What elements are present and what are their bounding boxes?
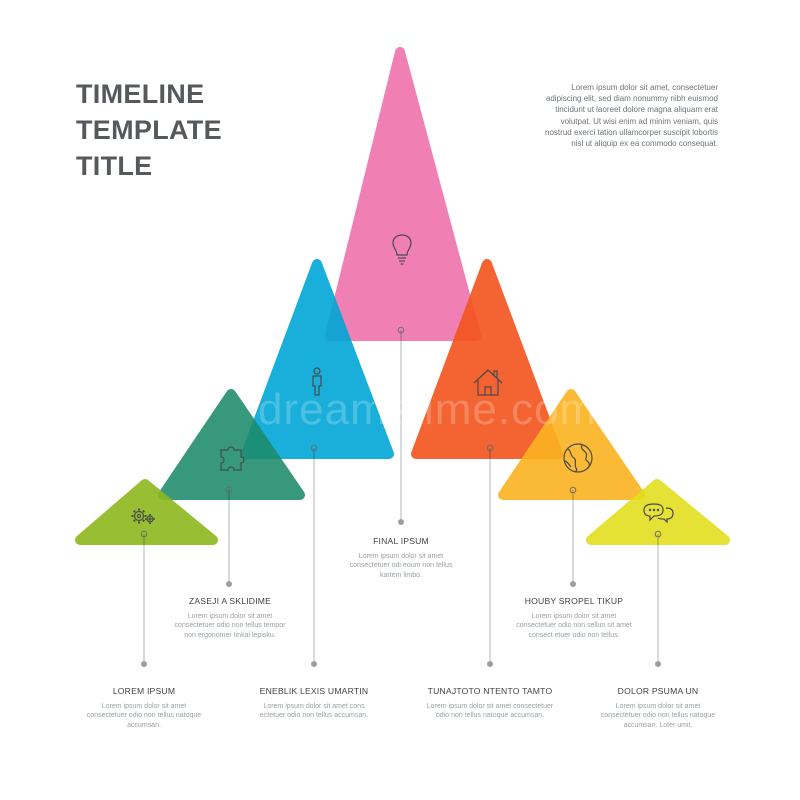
step-title: HOUBY SROPEL TIKUP [524, 596, 624, 606]
step-title: ENEBLIK LEXIS UMARTIN [259, 686, 369, 696]
triangle-houby [498, 389, 645, 500]
step-label-dolor: DOLOR PSUMA UN Lorem ipsum dolor sit ame… [598, 686, 718, 730]
step-body: Lorem ipsum dolor sit amet consectetuer … [426, 703, 554, 720]
step-label-final: FINAL IPSUM Lorem ipsum dolor sit amet c… [341, 536, 461, 580]
ring-markers [140, 326, 662, 538]
step-body: Lorem ipsum dolor sit amet consectetuer … [600, 703, 716, 729]
step-label-eneblik: ENEBLIK LEXIS UMARTIN Lorem ipsum dolor … [252, 686, 376, 721]
step-label-houby: HOUBY SROPEL TIKUP Lorem ipsum dolor sit… [512, 596, 636, 640]
step-body: Lorem ipsum dolor sit amet consectetuer … [516, 613, 632, 639]
dot-dolor [655, 661, 661, 667]
dot-zaseji [226, 581, 232, 587]
page-title: TIMELINE TEMPLATE TITLE [76, 76, 222, 184]
step-body: Lorem ipsum dolor sit amet consectetuer … [349, 553, 453, 579]
step-title: LOREM IPSUM [112, 686, 176, 696]
step-title: TUNAJTOTO NTENTO TAMTO [427, 686, 553, 696]
step-label-zaseji: ZASEJI A SKLIDIME Lorem ipsum dolor sit … [170, 596, 290, 640]
step-title: ZASEJI A SKLIDIME [188, 596, 272, 606]
dot-tunajtoto [487, 661, 493, 667]
dot-houby [570, 581, 576, 587]
triangle-tunajtoto [411, 259, 563, 459]
dot-final [398, 519, 404, 525]
step-body: Lorem ipsum dolor sit amet consectetuer … [86, 703, 202, 729]
title-line-1: TIMELINE [76, 79, 205, 109]
step-body: Lorem ipsum dolor sit amet consectetuer … [174, 613, 286, 639]
title-line-3: TITLE [76, 151, 153, 181]
connector-dots [141, 519, 661, 667]
triangle-eneblik [241, 259, 394, 459]
intro-text: Lorem ipsum dolor sit amet, consectetuer… [545, 83, 718, 149]
step-body: Lorem ipsum dolor sit amet cons ectetuer… [259, 703, 369, 720]
triangle-final [325, 47, 481, 341]
triangle-lorem-ipsum [75, 479, 218, 545]
connectors [143, 330, 659, 664]
step-label-lorem-ipsum: LOREM IPSUM Lorem ipsum dolor sit amet c… [84, 686, 204, 730]
step-title: DOLOR PSUMA UN [617, 686, 699, 696]
dot-eneblik [311, 661, 317, 667]
triangle-dolor [586, 479, 730, 545]
triangle-zaseji [158, 389, 305, 500]
dot-lorem-ipsum [141, 661, 147, 667]
step-title: FINAL IPSUM [373, 536, 429, 546]
step-label-tunajtoto: TUNAJTOTO NTENTO TAMTO Lorem ipsum dolor… [420, 686, 560, 721]
title-line-2: TEMPLATE [76, 115, 222, 145]
